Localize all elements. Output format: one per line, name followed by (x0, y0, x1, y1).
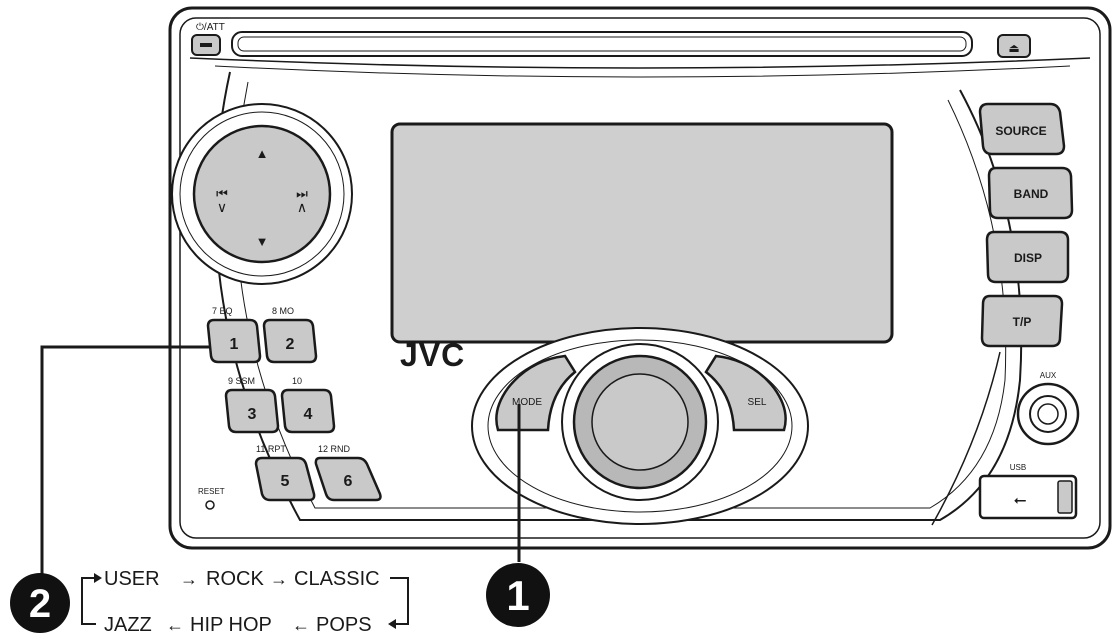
usb-label: USB (1010, 463, 1026, 472)
preset-button-1[interactable]: 7 EQ 1 (206, 306, 262, 364)
callout-1-badge (486, 563, 550, 627)
tp-button-label: T/P (1013, 315, 1032, 329)
preset-caption: 12 RND (318, 444, 351, 454)
preset-caption: 10 (292, 376, 302, 386)
eq-preset-jazz: JAZZ (104, 614, 152, 636)
control-cluster (471, 327, 809, 525)
eq-preset-classic: CLASSIC (294, 568, 380, 590)
power-att-label: ⏻/ATT (196, 22, 225, 33)
eq-preset-rock: ROCK (206, 568, 264, 590)
dpad (171, 103, 353, 285)
callout-1-number: 1 (506, 572, 529, 619)
preset-button-4[interactable]: 10 4 (280, 376, 336, 434)
preset-buttons: 7 EQ 1 8 MO 2 9 SSM 3 10 4 11 RPT 5 12 R… (206, 306, 382, 502)
preset-button-3[interactable]: 9 SSM 3 (224, 376, 280, 434)
eq-cycle: USER → ROCK → CLASSIC JAZZ ← HIP HOP ← P… (81, 568, 409, 636)
preset-key[interactable] (224, 388, 280, 434)
band-button-label: BAND (1014, 187, 1049, 201)
source-button[interactable] (978, 102, 1066, 156)
eq-cycle-right-bracket (390, 577, 409, 625)
source-button-label: SOURCE (995, 124, 1046, 138)
eq-arrow: → (180, 569, 198, 589)
callout-2-number: 2 (29, 582, 51, 626)
preset-button-2[interactable]: 8 MO 2 (262, 306, 318, 364)
preset-button-6[interactable]: 12 RND 6 (314, 444, 382, 502)
dpad-prev-icon: ⏮ (216, 186, 228, 201)
dpad-prev-sub-icon: ∨ (217, 199, 227, 215)
eq-arrow: ← (292, 615, 310, 635)
eject-button[interactable] (997, 34, 1031, 58)
usb-port-slot (1057, 480, 1073, 514)
dpad-up-icon: ▲ (256, 146, 269, 161)
preset-button-5[interactable]: 11 RPT 5 (254, 444, 316, 502)
display-screen (390, 122, 894, 344)
preset-key[interactable] (314, 456, 382, 502)
preset-number: 6 (344, 473, 353, 490)
preset-key[interactable] (254, 456, 316, 502)
preset-number: 4 (304, 406, 313, 423)
preset-caption: 11 RPT (256, 444, 286, 454)
preset-caption: 7 EQ (212, 306, 233, 316)
usb-icon: ⭠ (1014, 492, 1027, 509)
reset-button[interactable] (205, 500, 215, 510)
preset-key[interactable] (206, 318, 262, 364)
eq-preset-pops: POPS (316, 614, 372, 636)
brand-logo: JVC (400, 337, 465, 373)
mode-button[interactable] (495, 354, 577, 432)
faceplate-top-edge-inner (214, 65, 1071, 78)
preset-number: 2 (286, 336, 295, 353)
dpad-down-icon: ▼ (256, 234, 269, 249)
eq-cycle-left-bracket (81, 577, 96, 625)
eq-cycle-right-arrowhead (388, 619, 396, 629)
sel-button[interactable] (704, 354, 787, 432)
band-button[interactable] (987, 166, 1074, 220)
preset-key[interactable] (262, 318, 318, 364)
eq-arrow: ← (166, 615, 184, 635)
eq-preset-hiphop: HIP HOP (190, 614, 272, 636)
disp-button[interactable] (985, 230, 1070, 284)
cd-slot-inner (237, 36, 967, 52)
dpad-next-sub-icon: ∧ (297, 199, 307, 215)
mode-button-label: MODE (512, 397, 542, 408)
preset-number: 5 (281, 473, 290, 490)
eject-icon: ⏏ (1008, 41, 1019, 55)
aux-label: AUX (1040, 371, 1057, 380)
eq-arrow: → (270, 569, 288, 589)
preset-number: 1 (230, 336, 239, 353)
preset-caption: 8 MO (272, 306, 294, 316)
volume-knob-face (591, 373, 689, 471)
tp-button[interactable] (980, 294, 1064, 348)
unit-inner-frame (179, 17, 1101, 539)
preset-caption: 9 SSM (228, 376, 255, 386)
dpad-button[interactable] (192, 124, 332, 264)
side-panel-edge (931, 351, 1001, 526)
cd-slot (231, 31, 973, 57)
eq-cycle-left-arrowhead (94, 573, 102, 583)
aux-jack-inner (1037, 403, 1059, 425)
sel-button-label: SEL (748, 397, 767, 408)
disp-button-label: DISP (1014, 251, 1042, 265)
dpad-next-icon: ⏭ (296, 186, 308, 201)
preset-number: 3 (248, 406, 257, 423)
callout-2-badge (10, 573, 70, 633)
callout-2-leader (40, 345, 210, 582)
reset-label: RESET (198, 487, 225, 496)
right-button-column (978, 102, 1074, 348)
preset-key[interactable] (280, 388, 336, 434)
eq-preset-user: USER (104, 568, 160, 590)
faceplate-top-edge (189, 57, 1091, 69)
usb-port[interactable] (978, 474, 1078, 520)
power-att-button-mark (200, 43, 212, 47)
